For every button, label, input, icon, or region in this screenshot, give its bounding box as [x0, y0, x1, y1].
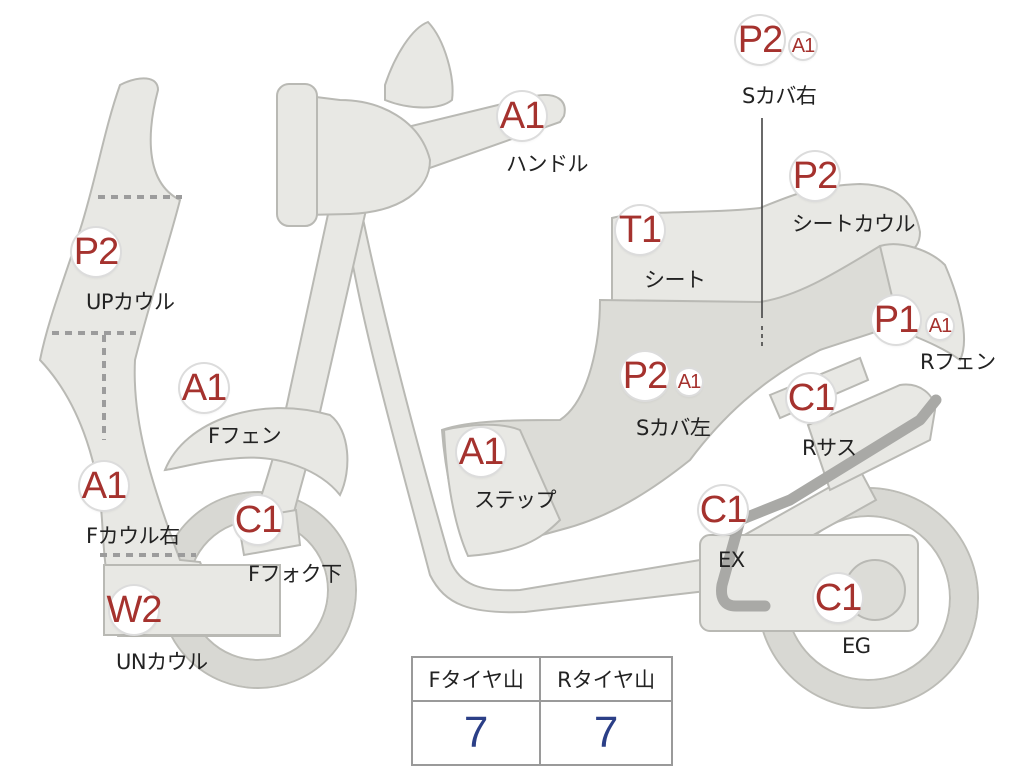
part-label: Sカバ左 — [636, 416, 711, 440]
part-label: Fフォク下 — [248, 562, 342, 586]
part-label: EX — [718, 548, 745, 572]
exhaust-pipe — [716, 394, 942, 612]
code-badge: P2 — [791, 152, 839, 200]
part-label: シートカウル — [792, 212, 916, 236]
handle-grip — [276, 83, 318, 227]
code-badge: P1 — [872, 296, 920, 344]
part-label: Rサス — [802, 436, 857, 460]
code-badge: A1 — [498, 92, 546, 140]
front-tire-value: 7 — [410, 700, 542, 766]
handle-body — [298, 93, 432, 217]
code-badge: P2 — [736, 16, 784, 64]
part-label: Fカウル右 — [86, 524, 180, 548]
part-label: Fフェン — [208, 424, 282, 448]
code-badge: A1 — [457, 428, 505, 476]
part-label: Sカバ右 — [742, 84, 817, 108]
code-badge-small: A1 — [927, 313, 953, 339]
part-label: シート — [644, 268, 706, 292]
part-label: ステップ — [474, 488, 557, 512]
mirror — [384, 20, 454, 109]
tire-tread-table: Fタイヤ山 Rタイヤ山 7 7 — [410, 656, 673, 766]
code-badge: P2 — [621, 352, 669, 400]
part-label: Rフェン — [920, 350, 996, 374]
front-tire-header: Fタイヤ山 — [410, 656, 542, 702]
code-badge: C1 — [234, 496, 282, 544]
code-badge: W2 — [107, 586, 163, 634]
code-badge: P2 — [72, 228, 120, 276]
part-label: EG — [842, 634, 871, 658]
code-badge: A1 — [180, 364, 228, 412]
rear-tire-header: Rタイヤ山 — [539, 656, 673, 702]
code-badge-small: A1 — [790, 33, 816, 59]
part-label: UNカウル — [116, 650, 208, 674]
part-label: ハンドル — [506, 152, 589, 176]
code-badge: C1 — [814, 574, 862, 622]
code-badge: C1 — [699, 486, 747, 534]
part-label: UPカウル — [86, 290, 175, 314]
code-badge: A1 — [80, 462, 128, 510]
rear-tire-value: 7 — [539, 700, 673, 766]
front-fender — [163, 407, 349, 497]
code-badge-small: A1 — [676, 369, 702, 395]
code-badge: T1 — [616, 206, 664, 254]
code-badge: C1 — [787, 374, 835, 422]
